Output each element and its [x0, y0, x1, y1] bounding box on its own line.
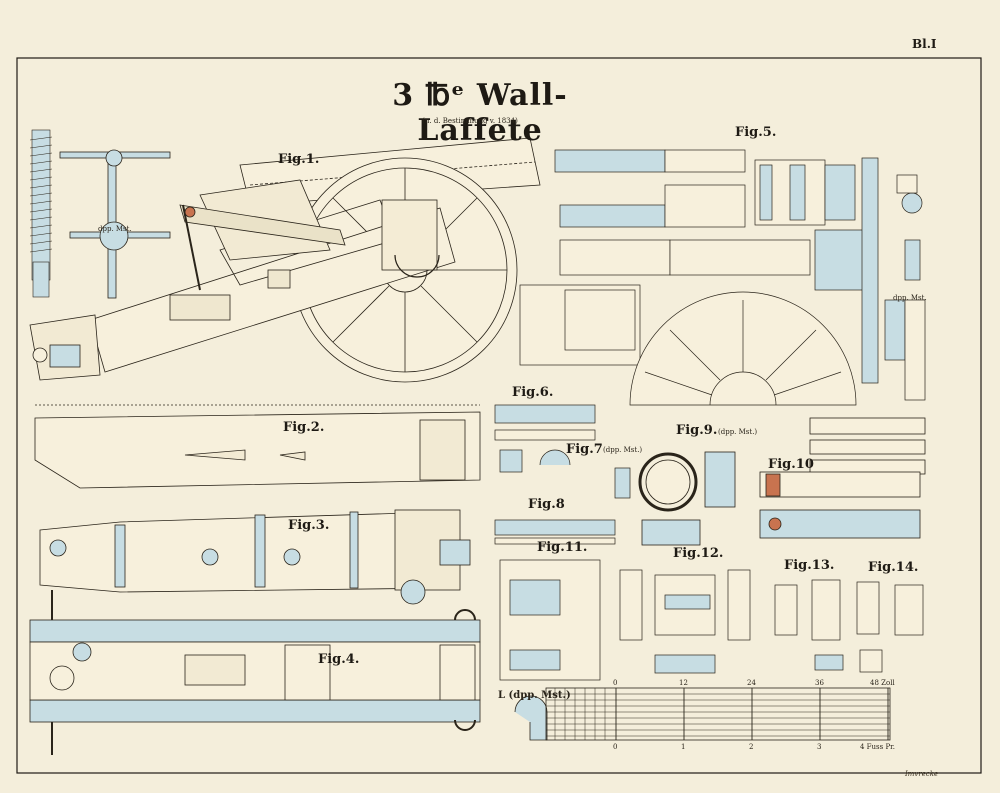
fig7-note: (dpp. Mst.)	[603, 446, 643, 454]
fig10-plates	[759, 471, 921, 539]
fig5-parts	[519, 149, 926, 406]
fig9-label: Fig.9.	[676, 423, 718, 438]
fig4-trail-underside	[29, 590, 481, 755]
fig1-label: Fig.1.	[278, 152, 320, 167]
fig13-label: Fig.13.	[784, 558, 835, 573]
fig3-label: Fig.3.	[288, 518, 330, 533]
fig9-note: (dpp. Mst.)	[718, 428, 758, 436]
scale-top-tick: 12	[679, 679, 688, 687]
fig3-trail-top	[39, 509, 471, 605]
V-note: dpp. Mst.	[893, 294, 927, 302]
fig4-label: Fig.4.	[318, 652, 360, 667]
scale-top-tick: 24	[747, 679, 756, 687]
fig8-label: Fig.8	[528, 497, 565, 512]
plate-frame	[16, 57, 982, 774]
fig9-ring	[638, 417, 926, 546]
scale-bar	[545, 687, 891, 741]
elevation-screw	[29, 129, 53, 298]
scale-bottom-tick: 1	[681, 743, 686, 751]
scale-bottom-tick: 0	[613, 743, 618, 751]
fig6-label: Fig.6.	[512, 385, 554, 400]
fig7-label: Fig.7	[566, 442, 603, 457]
fig10-label: Fig.10	[768, 457, 814, 472]
fig5-label: Fig.5.	[735, 125, 777, 140]
fig1-carriage-side-view	[29, 137, 541, 383]
handwheel	[59, 149, 171, 299]
scale-bottom-tick: 4 Fuss Pr.	[860, 743, 895, 751]
fig2-label: Fig.2.	[283, 420, 325, 435]
fig11-label: Fig.11.	[537, 540, 588, 555]
fig14-label: Fig.14.	[868, 560, 919, 575]
fig2-cheek-plan	[34, 404, 481, 489]
scale-top-tick: 0	[613, 679, 618, 687]
page-title: 3 ℔ᵉ Wall-Laffete	[392, 78, 568, 148]
plate-number: Bl.I	[912, 37, 937, 51]
scale-bottom-tick: 3	[817, 743, 822, 751]
scale-bottom-tick: 2	[749, 743, 754, 751]
scale-top-tick: 36	[815, 679, 824, 687]
F-note: dpp. Mst.	[98, 225, 132, 233]
fig12-label: Fig.12.	[673, 546, 724, 561]
subtitle: (n. d. Bestimmung v. 1834)	[422, 117, 518, 125]
L-detail	[514, 695, 548, 741]
fig6-8-parts	[494, 404, 631, 545]
L-detail-label: L (dpp. Mst.)	[498, 690, 571, 701]
fig11-14-parts	[499, 559, 924, 681]
scale-top-tick: 48 Zoll	[870, 679, 895, 687]
engraver-signature: Imvrecke	[905, 770, 939, 778]
